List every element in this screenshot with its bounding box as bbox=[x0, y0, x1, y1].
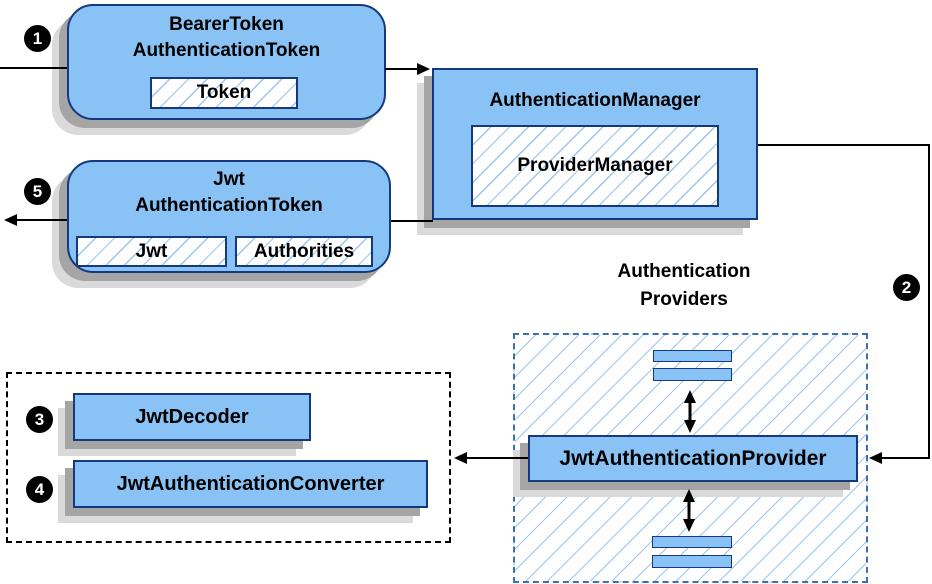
node-title: AuthenticationManager bbox=[489, 90, 701, 111]
node-jwt-decoder: JwtDecoder bbox=[73, 393, 311, 441]
node-title: Jwt AuthenticationToken bbox=[69, 167, 389, 219]
jwt-components-group: JwtDecoder JwtAuthenticationConverter bbox=[6, 372, 451, 543]
step-badge-2: 2 bbox=[893, 274, 920, 301]
field-provider-manager: ProviderManager bbox=[471, 125, 719, 207]
provider-stack-item bbox=[652, 555, 732, 568]
title-line-1: Jwt bbox=[213, 169, 245, 190]
arrow-outgoing-result bbox=[4, 214, 67, 226]
provider-stack-item bbox=[653, 350, 732, 362]
field-token: Token bbox=[150, 77, 298, 109]
label-line-2: Providers bbox=[640, 289, 728, 310]
title-line-2: AuthenticationToken bbox=[135, 195, 323, 216]
node-authentication-manager: AuthenticationManager ProviderManager bbox=[432, 68, 758, 220]
title-line-1: BearerToken bbox=[169, 14, 284, 35]
step-badge-1: 1 bbox=[24, 25, 51, 52]
node-title: BearerToken AuthenticationToken bbox=[69, 12, 384, 64]
node-jwt-authentication-token: Jwt AuthenticationToken Jwt Authorities bbox=[67, 160, 391, 273]
title-line-2: AuthenticationToken bbox=[132, 40, 321, 61]
label-line-1: Authentication bbox=[617, 261, 751, 282]
step-badge-3: 3 bbox=[26, 406, 53, 433]
authentication-providers-group: JwtAuthenticationProvider bbox=[513, 333, 868, 583]
node-jwt-authentication-provider: JwtAuthenticationProvider bbox=[528, 435, 858, 482]
field-jwt: Jwt bbox=[76, 236, 227, 267]
field-authorities: Authorities bbox=[235, 236, 373, 267]
arrow-bearer-to-manager bbox=[385, 63, 430, 75]
provider-stack-item bbox=[652, 536, 732, 548]
step-badge-5: 5 bbox=[24, 178, 51, 205]
provider-stack-item bbox=[653, 368, 732, 381]
authentication-providers-label: Authentication Providers bbox=[559, 258, 809, 314]
step-badge-4: 4 bbox=[26, 476, 53, 503]
node-jwt-authentication-converter: JwtAuthenticationConverter bbox=[73, 460, 428, 508]
node-bearer-token-authentication-token: BearerToken AuthenticationToken Token bbox=[67, 4, 386, 120]
